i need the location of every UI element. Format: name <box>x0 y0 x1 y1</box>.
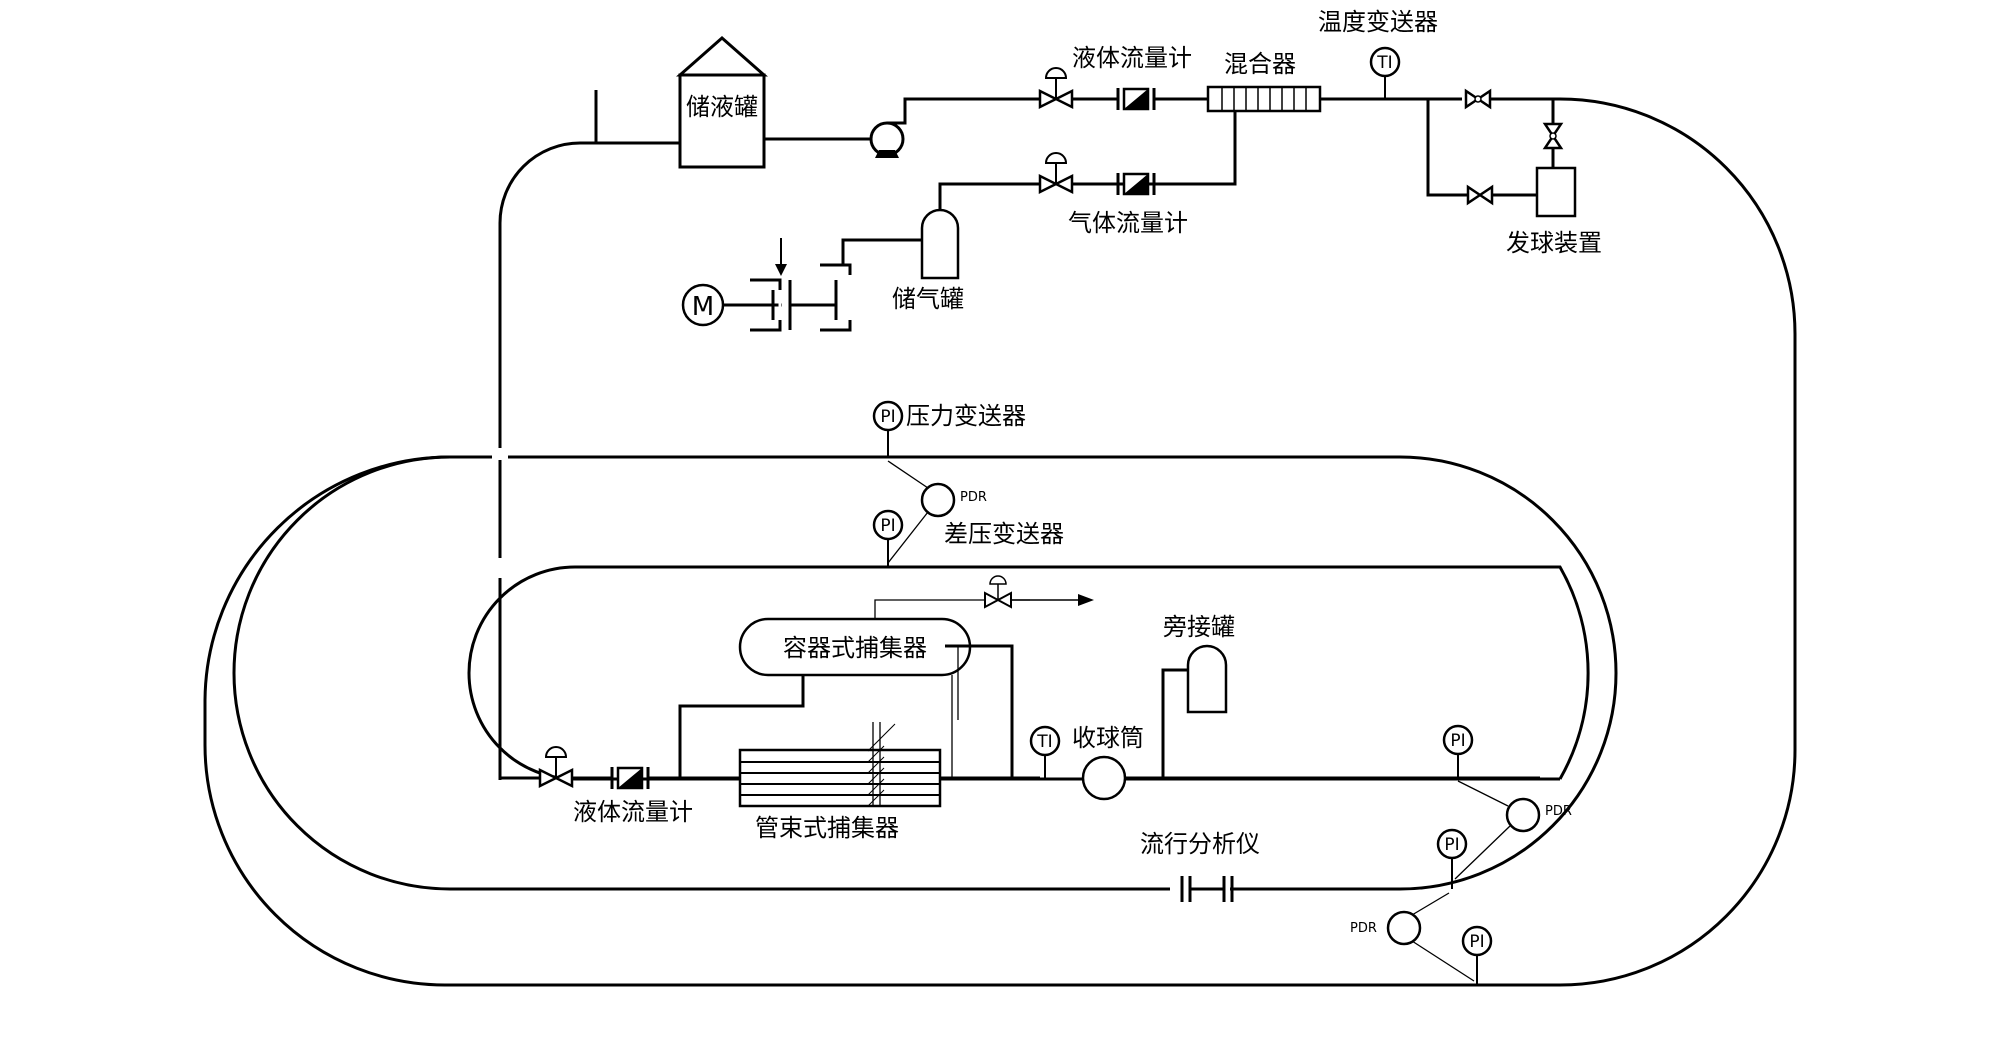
mixer: 混合器 <box>1206 50 1322 113</box>
liquid-flowmeter-bottom: 液体流量计 <box>573 766 740 826</box>
pi-4-text: PI <box>1444 835 1459 855</box>
bypass-tank-label: 旁接罐 <box>1163 613 1235 641</box>
pi-inner-right: PI <box>1442 724 1474 778</box>
pipe-crossing-gaps <box>492 444 508 582</box>
liquid-flowmeter-top-label: 液体流量计 <box>1072 44 1192 72</box>
vent-valve <box>984 575 1094 609</box>
gas-flowmeter: 气体流量计 <box>1068 172 1188 237</box>
gas-flowmeter-label: 气体流量计 <box>1068 209 1188 237</box>
middle-loop-pipe <box>467 565 1590 781</box>
liquid-control-valve-top <box>1038 67 1118 110</box>
vessel-slug-catcher-label: 容器式捕集器 <box>783 634 927 662</box>
gas-control-valve <box>938 152 1074 210</box>
diff-pressure-transmitter-label: 差压变送器 <box>944 520 1064 548</box>
pdr-middle-right: PDR <box>1454 780 1572 880</box>
outer-loop-pipe <box>232 455 1618 891</box>
temperature-transmitter-bottom: TI <box>1029 725 1061 778</box>
pig-launcher: 发球装置 <box>1506 166 1602 257</box>
liquid-pump <box>764 97 1048 158</box>
launcher-branch <box>1426 88 1564 206</box>
ti-top-text: TI <box>1376 53 1392 73</box>
pig-receiver-label: 收球筒 <box>1072 724 1144 752</box>
pressure-transmitter: PI 压力变送器 <box>872 400 1026 457</box>
pi-5-text: PI <box>1469 932 1484 952</box>
pdr-outer-right: PDR <box>1350 892 1475 982</box>
tube-bundle-catcher: 管束式捕集器 <box>738 722 1040 842</box>
gas-storage-tank: 储气罐 <box>892 208 964 313</box>
pressure-transmitter-label: 压力变送器 <box>906 402 1026 430</box>
liquid-flowmeter-top: 液体流量计 <box>1072 44 1208 111</box>
gas-tank-label: 储气罐 <box>892 285 964 313</box>
storage-liquid-tank-label: 储液罐 <box>686 93 758 121</box>
temperature-transmitter-label: 温度变送器 <box>1318 8 1438 36</box>
pdr-2-text: PDR <box>1545 804 1572 819</box>
pi-2-text: PI <box>880 516 895 536</box>
pig-receiver: 收球筒 <box>1072 724 1540 801</box>
pi-outer-right: PI <box>1461 925 1493 985</box>
pdr-1-text: PDR <box>960 490 987 505</box>
pi-3-text: PI <box>1450 731 1465 751</box>
flow-pattern-analyzer: 流行分析仪 <box>1140 830 1260 904</box>
motor-text: M <box>692 292 714 322</box>
ti-bottom-text: TI <box>1036 732 1052 752</box>
storage-liquid-tank: 储液罐 <box>676 36 768 169</box>
diff-pressure-transmitter-top: PDR PI 差压变送器 <box>872 460 1064 567</box>
pig-launcher-label: 发球装置 <box>1506 229 1602 257</box>
bypass-tank: 旁接罐 <box>1161 613 1235 778</box>
pi-middle-right: PI <box>1436 828 1468 889</box>
pi-1-text: PI <box>880 407 895 427</box>
pdr-3-text: PDR <box>1350 921 1377 936</box>
tube-bundle-catcher-label: 管束式捕集器 <box>755 814 899 842</box>
flow-pattern-analyzer-label: 流行分析仪 <box>1140 830 1260 858</box>
mixer-label: 混合器 <box>1224 50 1296 78</box>
main-return-pipe <box>203 90 1797 987</box>
liquid-flowmeter-bottom-label: 液体流量计 <box>573 798 693 826</box>
compressor: M <box>681 238 922 332</box>
temperature-transmitter-top: TI 温度变送器 <box>1318 8 1438 99</box>
bottom-inlet-valve <box>538 746 612 789</box>
